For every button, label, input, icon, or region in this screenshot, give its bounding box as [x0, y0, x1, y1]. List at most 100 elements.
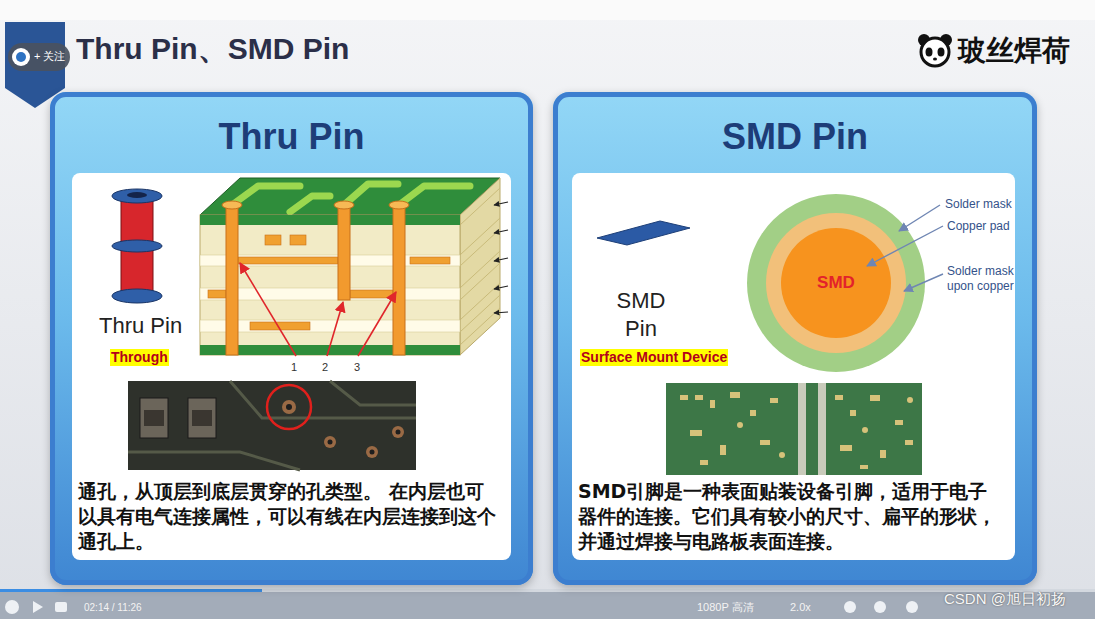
pcb-stack [334, 201, 354, 209]
label-slot: + 关注 [34, 50, 65, 63]
label-slot: 2 [322, 361, 328, 374]
smd-photo [680, 392, 913, 469]
pcb-stack [265, 235, 281, 245]
thru-hole-photo [286, 404, 401, 455]
thru-hole-photo [282, 400, 296, 414]
thru-hole-photo [324, 436, 336, 448]
pad-label: SMD [817, 273, 855, 293]
smd-photo [666, 383, 922, 475]
pcb-stack [226, 205, 405, 355]
smd-photo [770, 398, 778, 403]
pcb-stack [410, 257, 450, 264]
pcb-stack [460, 263, 500, 300]
smd-photo [850, 410, 856, 416]
smd-photo [695, 395, 703, 400]
player-bar [55, 602, 67, 612]
player-bar [874, 601, 886, 613]
pcb-stack [393, 205, 405, 355]
thru-pin-icon [127, 192, 147, 198]
thru-hole-photo [188, 398, 216, 438]
thru-pin-icon [112, 240, 162, 252]
pcb-stack [358, 292, 396, 356]
thru-hole-photo [128, 452, 300, 470]
leader-lines [904, 274, 943, 291]
pcb-stack [460, 178, 500, 355]
leader-label: Solder mask upon copper [947, 264, 1021, 294]
leader-lines [867, 205, 943, 291]
pcb-stack [240, 263, 296, 356]
pcb-stack [350, 290, 393, 298]
pcb-stack [200, 215, 460, 355]
pcb-stack [240, 263, 396, 356]
callout-number: 2 [322, 361, 328, 374]
smd-photo [835, 395, 843, 400]
pcb-stack [200, 320, 460, 332]
pad-ring [766, 213, 906, 353]
pcb-stack [460, 251, 500, 288]
label-slot: 玻丝焊荷 [958, 34, 1070, 68]
panda-logo [918, 34, 952, 66]
pcb-stack [238, 257, 338, 264]
thru-hole-photo [392, 426, 404, 438]
thru-hole-photo [230, 381, 416, 418]
pcb-stack [494, 286, 508, 289]
pcb-stack [460, 295, 500, 332]
smd-photo [840, 445, 852, 451]
thru-hole-photo [128, 381, 416, 470]
player-speed: 2.0x [790, 601, 811, 614]
follow-button: + 关注 [34, 50, 65, 63]
thru-hole-photo [128, 381, 416, 470]
description-text: 通孔，从顶层到底层贯穿的孔类型。 在内层也可以具有电气连接属性，可以有线在内层连… [78, 479, 501, 554]
label-slot: 3 [354, 361, 360, 374]
label-slot: Solder mask upon copper [947, 264, 1021, 294]
thru-hole-photo [370, 450, 375, 455]
channel-avatar [16, 52, 26, 62]
smd-photo [907, 397, 913, 403]
player-time: 02:14 / 11:26 [84, 602, 142, 614]
label-slot: Thru Pin [99, 313, 182, 339]
panda-logo [921, 38, 949, 66]
content-panel: Thru Pin 通孔，从顶层到底层贯穿的孔类型。 在内层也可以具有电气连接属性，… [50, 92, 533, 585]
leader-label: Solder mask [945, 197, 1012, 211]
pcb-stack [226, 205, 238, 355]
player-bar [0, 591, 1095, 619]
panel-heading: SMD Pin [553, 114, 1037, 160]
label-slot: Copper pad [947, 219, 1010, 233]
thru-hole-photo [144, 410, 164, 426]
pcb-stack [200, 255, 460, 266]
smd-photo [737, 422, 743, 428]
label-slot: 1080P 高清 [697, 601, 754, 614]
pcb-stack [494, 258, 508, 261]
top-strip [0, 0, 1095, 20]
pcb-stack [200, 215, 460, 225]
thru-hole-photo [140, 398, 168, 438]
smd-photo [860, 465, 868, 469]
panda-logo [938, 48, 945, 57]
label-slot: SMD Pin [606, 287, 676, 343]
thru-hole-photo [192, 410, 212, 426]
label-slot: Through [110, 348, 169, 366]
pcb-stack [389, 201, 409, 209]
smd-photo [720, 445, 726, 455]
pcb-stack [222, 201, 242, 209]
player-bar [5, 600, 19, 614]
label-slot: Solder mask [945, 197, 1012, 211]
thru-hole-photo [366, 446, 378, 458]
smd-photo [680, 395, 688, 400]
slide-title: Thru Pin、SMD Pin [76, 31, 349, 67]
brand-logo: 玻丝焊荷 [958, 34, 1070, 68]
follow-pill [8, 43, 70, 71]
pcb-stack [208, 290, 226, 298]
smd-photo [700, 460, 708, 465]
smd-photo [818, 383, 826, 475]
thru-hole-photo [286, 404, 292, 410]
pcb-stack [250, 322, 310, 330]
pcb-stack [344, 184, 398, 205]
player-bar [0, 589, 1095, 592]
thru-pin-icon [112, 189, 162, 303]
pcb-stack [232, 184, 470, 212]
thru-pin-icon [112, 189, 162, 203]
pcb-stack [494, 230, 508, 233]
pad-ring [781, 228, 891, 338]
